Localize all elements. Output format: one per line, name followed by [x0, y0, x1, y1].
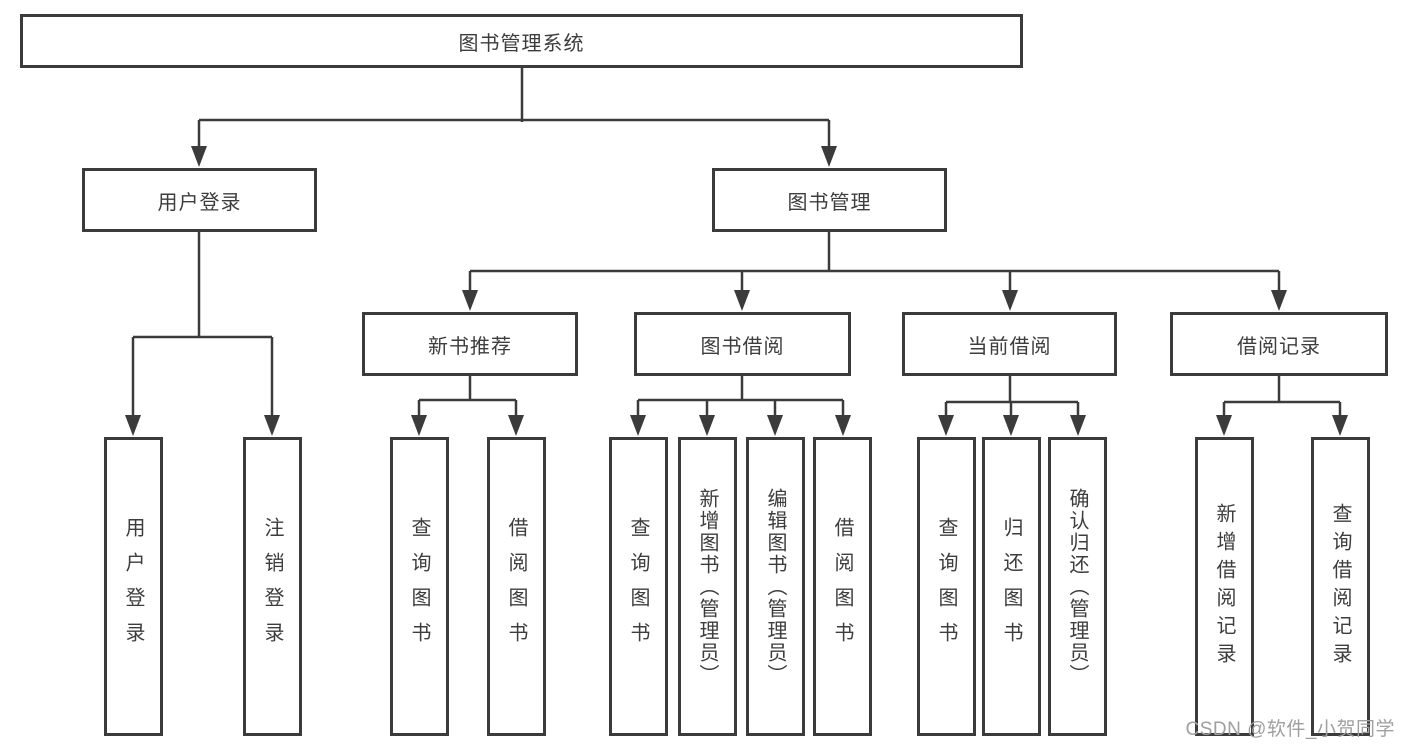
arrow-down-icon — [767, 415, 783, 436]
node-borrowing-records: 借阅记录 — [1170, 312, 1388, 376]
arrow-down-icon — [1271, 290, 1287, 311]
node-new-book-recommendation: 新书推荐 — [362, 312, 578, 376]
leaf-borrow-books-borrowing: 借阅图书 — [813, 437, 872, 736]
arrow-down-icon — [1216, 415, 1232, 436]
csdn-watermark: CSDN @软件_小贺同学 — [1185, 719, 1395, 740]
leaf-borrow-books-recommend: 借阅图书 — [487, 437, 546, 736]
arrow-down-icon — [821, 146, 837, 167]
node-root-library-management-system: 图书管理系统 — [20, 14, 1023, 68]
arrow-down-icon — [699, 415, 715, 436]
connector-root-to-branches — [191, 68, 837, 167]
arrow-down-icon — [191, 146, 207, 167]
leaf-logout: 注销登录 — [243, 437, 302, 736]
node-book-management-branch: 图书管理 — [712, 168, 947, 232]
node-user-login-branch: 用户登录 — [82, 168, 317, 232]
leaf-return-books: 归还图书 — [982, 437, 1041, 736]
connector-current-borrowing-children — [938, 376, 1086, 436]
node-current-borrowing: 当前借阅 — [902, 312, 1117, 376]
arrow-down-icon — [734, 290, 750, 311]
leaf-query-books-current: 查询图书 — [917, 437, 976, 736]
leaf-add-book-admin: 新增图书（管理员） — [678, 437, 737, 736]
arrow-down-icon — [938, 415, 954, 436]
arrow-down-icon — [630, 415, 646, 436]
leaf-edit-book-admin: 编辑图书（管理员） — [746, 437, 805, 736]
arrow-down-icon — [1003, 415, 1019, 436]
connector-user-login-children — [125, 232, 280, 436]
connector-book-borrowing-children — [630, 376, 851, 436]
arrow-down-icon — [835, 415, 851, 436]
leaf-query-books-recommend: 查询图书 — [390, 437, 449, 736]
leaf-add-borrow-record: 新增借阅记录 — [1195, 437, 1254, 736]
arrow-down-icon — [508, 415, 524, 436]
arrow-down-icon — [125, 415, 141, 436]
leaf-confirm-return-admin: 确认归还（管理员） — [1048, 437, 1107, 736]
arrow-down-icon — [264, 415, 280, 436]
arrow-down-icon — [462, 290, 478, 311]
arrow-down-icon — [1332, 415, 1348, 436]
arrow-down-icon — [1002, 290, 1018, 311]
leaf-query-books-borrowing: 查询图书 — [609, 437, 668, 736]
connector-borrowing-records-children — [1216, 376, 1348, 436]
connector-new-book-recommendation-children — [411, 376, 524, 436]
arrow-down-icon — [1070, 415, 1086, 436]
connector-book-management-children — [462, 232, 1287, 311]
leaf-user-login: 用户登录 — [104, 437, 163, 736]
arrow-down-icon — [411, 415, 427, 436]
node-book-borrowing: 图书借阅 — [634, 312, 851, 376]
leaf-query-borrow-record: 查询借阅记录 — [1311, 437, 1370, 736]
